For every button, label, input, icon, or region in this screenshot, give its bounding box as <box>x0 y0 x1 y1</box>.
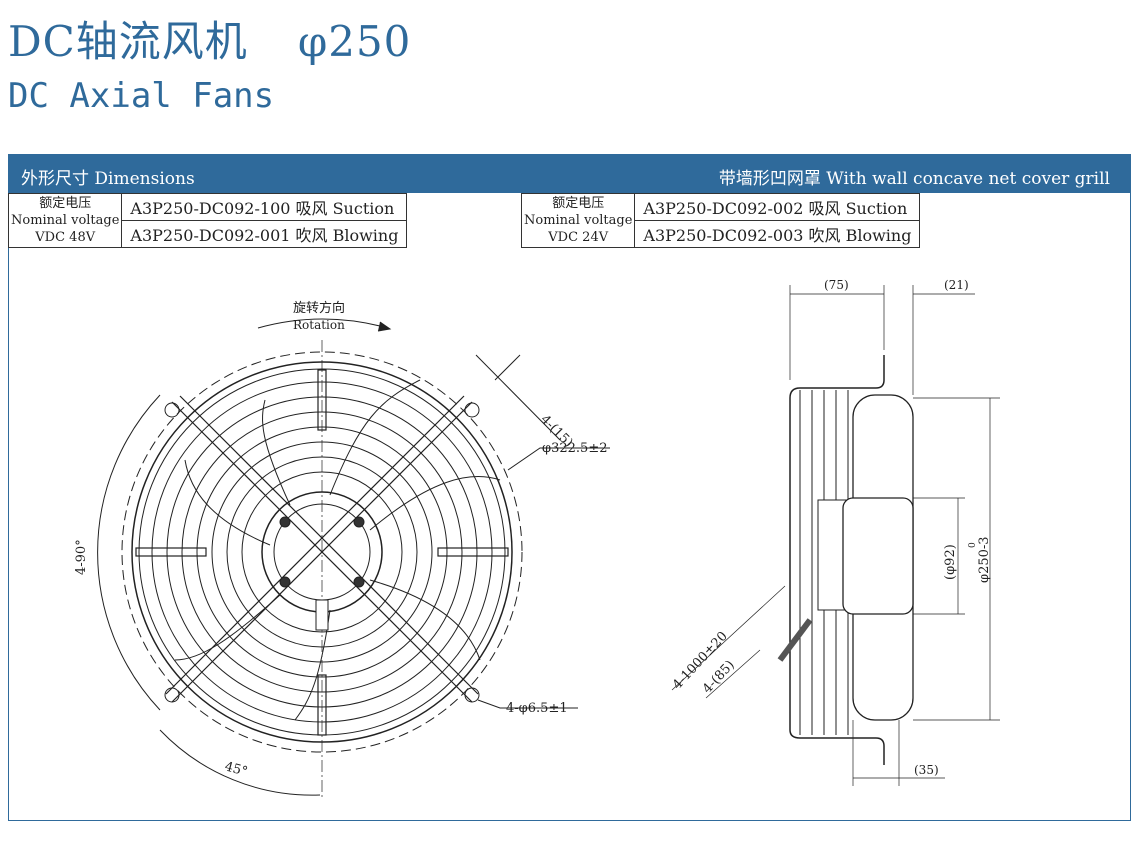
dimensions-heading: 外形尺寸 Dimensions <box>21 169 195 189</box>
title-cn: DC轴流风机 <box>8 17 248 66</box>
dim-250-tolerance: 0 <box>968 542 978 548</box>
grill-heading: 带墙形凹网罩 With wall concave net cover grill <box>718 169 1110 189</box>
dim-21: (21) <box>944 278 969 292</box>
angle-45-dimension: 45° <box>223 759 249 779</box>
dim-92: (φ92) <box>943 544 958 580</box>
blade-curves <box>174 379 501 721</box>
voltage-value: VDC 48V <box>35 230 96 245</box>
leader-line <box>507 447 610 471</box>
dim-75: (75) <box>824 278 849 292</box>
angle-90-dimension: 4-90° <box>74 539 89 575</box>
page-subtitle: DC Axial Fans <box>8 76 275 116</box>
voltage-cn: 额定电压 <box>39 196 92 211</box>
side-view <box>671 285 1000 786</box>
dim-35: (35) <box>914 763 939 777</box>
model-row: A3P250-DC092-003 吹风 Blowing <box>634 220 921 248</box>
section-header: 外形尺寸 Dimensions 带墙形凹网罩 With wall concave… <box>9 155 1130 193</box>
model-row: A3P250-DC092-001 吹风 Blowing <box>121 220 408 248</box>
mount-holes <box>164 402 480 703</box>
model-row: A3P250-DC092-002 吸风 Suction <box>634 193 921 221</box>
model-row: A3P250-DC092-100 吸风 Suction <box>121 193 408 221</box>
voltage-value: VDC 24V <box>548 230 609 245</box>
voltage-en: Nominal voltage <box>524 213 633 228</box>
front-view <box>97 318 610 800</box>
holes-dimension: 4-φ6.5±1 <box>506 701 568 716</box>
rotation-label-cn: 旋转方向 <box>293 300 345 316</box>
title-size: φ250 <box>297 17 412 66</box>
voltage-cn: 额定电压 <box>552 196 605 211</box>
page-title: DC轴流风机 φ250 <box>8 8 411 69</box>
rotation-arrow <box>257 318 389 329</box>
dimensions-panel: 外形尺寸 Dimensions 带墙形凹网罩 With wall concave… <box>8 154 1131 821</box>
bolt-circle-dimension: φ322.5±2 <box>542 441 607 456</box>
dim-250: φ250-3 <box>977 536 992 583</box>
voltage-en: Nominal voltage <box>11 213 120 228</box>
rotation-label-en: Rotation <box>293 318 345 332</box>
